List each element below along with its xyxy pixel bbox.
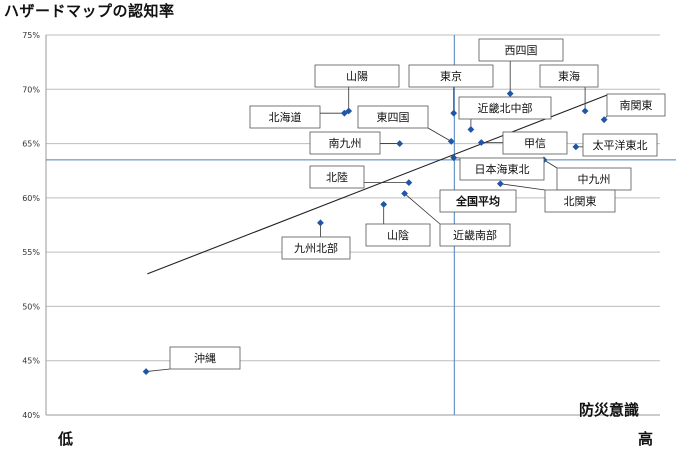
data-label: 北海道: [269, 110, 302, 124]
data-point: [450, 109, 458, 117]
data-label: 南関東: [620, 99, 653, 112]
callout-box: [606, 93, 666, 117]
y-tick-label: 50%: [22, 302, 40, 311]
callout-box: [281, 236, 351, 260]
data-point: [405, 179, 413, 187]
callout-box: [169, 346, 241, 370]
leader-line: [543, 159, 558, 169]
data-label: 甲信: [524, 137, 546, 150]
data-point: [496, 180, 504, 188]
callout-box: [439, 189, 517, 213]
data-point: [600, 116, 608, 124]
data-point: [572, 143, 580, 151]
data-point: [450, 154, 458, 162]
callout-box: [439, 223, 511, 247]
data-point: [581, 107, 589, 115]
y-tick-label: 75%: [22, 31, 40, 40]
data-label: 近畿南部: [453, 228, 497, 242]
data-point: [401, 190, 408, 197]
callout-box: [478, 38, 564, 62]
data-label: 山陽: [346, 70, 368, 83]
callout-box: [309, 165, 365, 189]
data-point: [447, 138, 455, 145]
chart-title: ハザードマップの認知率: [4, 2, 175, 20]
leader-line: [404, 193, 441, 225]
callout-box: [408, 64, 494, 88]
x-axis-label: 防災意識: [579, 401, 640, 419]
data-label: 日本海東北: [475, 162, 530, 176]
trendline: [147, 94, 609, 275]
data-label: 九州北部: [294, 241, 338, 255]
data-label: 東海: [558, 69, 580, 83]
callout-box: [582, 133, 658, 157]
data-label: 太平洋東北: [593, 138, 648, 152]
x-axis-low-label: 低: [58, 430, 74, 448]
data-label: 沖縄: [194, 351, 216, 365]
data-point: [506, 90, 514, 98]
data-point: [341, 109, 348, 117]
data-label: 北陸: [326, 171, 348, 184]
data-label: 近畿北中部: [478, 101, 533, 115]
data-label: 東京: [440, 69, 462, 83]
y-tick-label: 65%: [22, 140, 40, 149]
y-tick-label: 60%: [22, 194, 40, 203]
leader-line: [500, 183, 546, 191]
data-label: 中九州: [578, 173, 611, 186]
y-tick-label: 45%: [22, 357, 40, 366]
data-point: [477, 139, 485, 146]
data-point: [317, 219, 324, 227]
data-label: 西四国: [505, 44, 538, 57]
leader-line: [146, 368, 171, 372]
callout-box: [249, 105, 321, 129]
callout-box: [539, 64, 599, 88]
callout-box: [357, 105, 429, 129]
callout-box: [502, 131, 568, 155]
data-label: 全国平均: [455, 194, 500, 208]
data-label: 北関東: [564, 195, 597, 208]
data-point: [380, 200, 388, 208]
callout-box: [365, 223, 431, 247]
y-tick-label: 70%: [22, 85, 40, 94]
data-point: [396, 140, 404, 147]
x-axis-high-label: 高: [638, 430, 654, 448]
leader-line: [427, 127, 452, 142]
callout-box: [458, 96, 552, 120]
callout-box: [544, 189, 616, 213]
data-label: 東四国: [377, 111, 410, 124]
data-label: 山陰: [387, 228, 409, 242]
callout-box: [309, 131, 381, 155]
y-tick-label: 40%: [22, 411, 40, 420]
callout-box: [314, 64, 400, 88]
data-point: [142, 368, 150, 375]
y-tick-label: 55%: [22, 248, 40, 257]
data-point: [467, 126, 475, 133]
callout-box: [459, 157, 545, 181]
data-label: 南九州: [329, 137, 362, 150]
